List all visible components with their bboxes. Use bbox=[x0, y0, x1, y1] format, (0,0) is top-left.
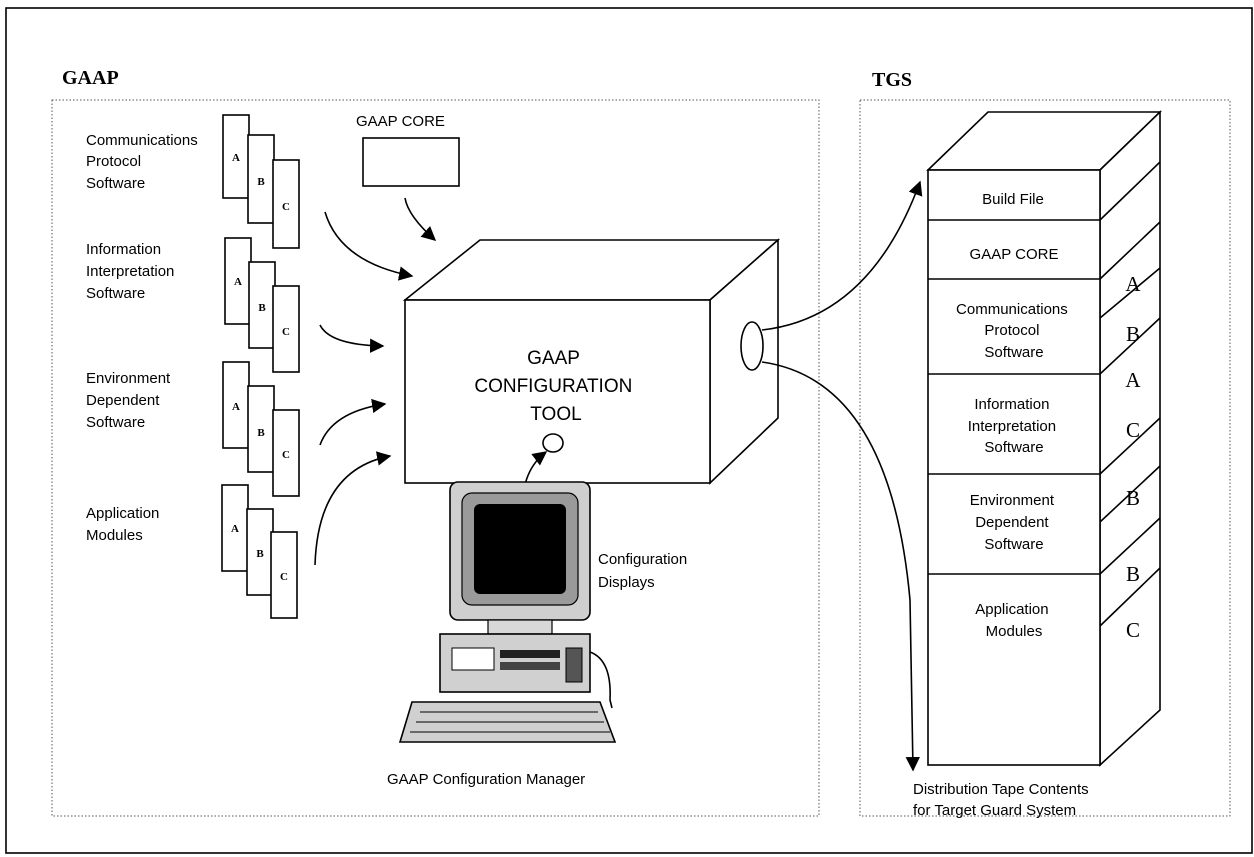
tape-section-communications: Communications Protocol Software bbox=[956, 301, 1072, 361]
svg-text:C: C bbox=[280, 571, 288, 583]
svg-text:A: A bbox=[231, 523, 239, 535]
tape-caption: Distribution Tape Contents for Target Gu… bbox=[913, 781, 1093, 819]
gaap-core-label: GAAP CORE bbox=[356, 113, 445, 130]
svg-text:C: C bbox=[282, 449, 290, 461]
arrow-application bbox=[314, 451, 392, 566]
page-b bbox=[248, 261, 276, 349]
svg-text:B: B bbox=[258, 302, 266, 314]
tgs-panel bbox=[859, 99, 1231, 817]
svg-text:B: B bbox=[256, 548, 264, 560]
computer-icon bbox=[398, 481, 617, 743]
tape-tag: B bbox=[1126, 562, 1140, 586]
tape-tag: A bbox=[1125, 368, 1141, 392]
tool-output-port bbox=[740, 321, 764, 371]
tape-tag: C bbox=[1126, 618, 1140, 642]
page-c bbox=[272, 409, 300, 497]
arrow-to-tape-bottom bbox=[761, 361, 920, 772]
page-a bbox=[222, 114, 250, 199]
group-labels: Communications Protocol Software Informa… bbox=[86, 132, 202, 544]
page-c bbox=[270, 531, 298, 619]
output-arrows bbox=[761, 180, 923, 772]
page-stack-communications: A B C bbox=[222, 114, 300, 249]
tape-section-environment: Environment Dependent Software bbox=[970, 492, 1058, 553]
page-a bbox=[222, 361, 250, 449]
svg-text:B: B bbox=[257, 176, 265, 188]
arrow-to-tape-top bbox=[761, 180, 923, 331]
page-stack-environment: A B C bbox=[222, 361, 300, 497]
tape-tag: B bbox=[1126, 486, 1140, 510]
configuration-tool-box: GAAP CONFIGURATION TOOL bbox=[402, 238, 781, 485]
tool-input-port bbox=[542, 433, 564, 453]
page-stack-information: A B C bbox=[224, 237, 300, 373]
tape-section-application: Application Modules bbox=[975, 601, 1053, 640]
page-c bbox=[272, 159, 300, 249]
outer-frame bbox=[5, 7, 1253, 854]
page-b bbox=[247, 385, 275, 473]
tape-tag: B bbox=[1126, 322, 1140, 346]
keyboard-cable bbox=[589, 651, 613, 709]
group-label-application: Application Modules bbox=[86, 505, 164, 544]
tool-label: GAAP CONFIGURATION TOOL bbox=[474, 348, 637, 425]
gaap-panel bbox=[51, 99, 820, 817]
svg-text:A: A bbox=[232, 152, 240, 164]
svg-text:C: C bbox=[282, 326, 290, 338]
arrow-information bbox=[319, 324, 385, 353]
svg-text:C: C bbox=[282, 201, 290, 213]
manager-label: GAAP Configuration Manager bbox=[387, 771, 585, 788]
page-stack-application: A B C bbox=[221, 484, 298, 619]
page-b bbox=[246, 508, 274, 596]
tape-tag: A bbox=[1125, 272, 1141, 296]
distribution-tape-stack: Build File GAAP CORE Communications Prot… bbox=[926, 110, 1162, 767]
gaap-core-box bbox=[362, 137, 460, 187]
group-label-information: Information Interpretation Software bbox=[86, 241, 179, 302]
page-c bbox=[272, 285, 300, 373]
tape-section-build-file: Build File bbox=[982, 191, 1044, 208]
tape-section-gaap-core: GAAP CORE bbox=[970, 246, 1059, 263]
group-label-communications: Communications Protocol Software bbox=[86, 132, 202, 192]
arrow-core-to-tool bbox=[404, 197, 437, 241]
arrow-environment bbox=[319, 398, 387, 446]
tgs-title: TGS bbox=[872, 69, 912, 91]
tape-section-information: Information Interpretation Software bbox=[968, 396, 1061, 456]
arrow-communications bbox=[324, 211, 414, 281]
configuration-displays-label: Configuration Displays bbox=[598, 551, 691, 591]
group-label-environment: Environment Dependent Software bbox=[86, 370, 174, 431]
svg-text:A: A bbox=[232, 401, 240, 413]
input-arrows bbox=[314, 197, 437, 566]
tape-tag: C bbox=[1126, 418, 1140, 442]
svg-text:A: A bbox=[234, 276, 242, 288]
gaap-title: GAAP bbox=[62, 67, 119, 89]
page-a bbox=[224, 237, 252, 325]
svg-text:B: B bbox=[257, 427, 265, 439]
